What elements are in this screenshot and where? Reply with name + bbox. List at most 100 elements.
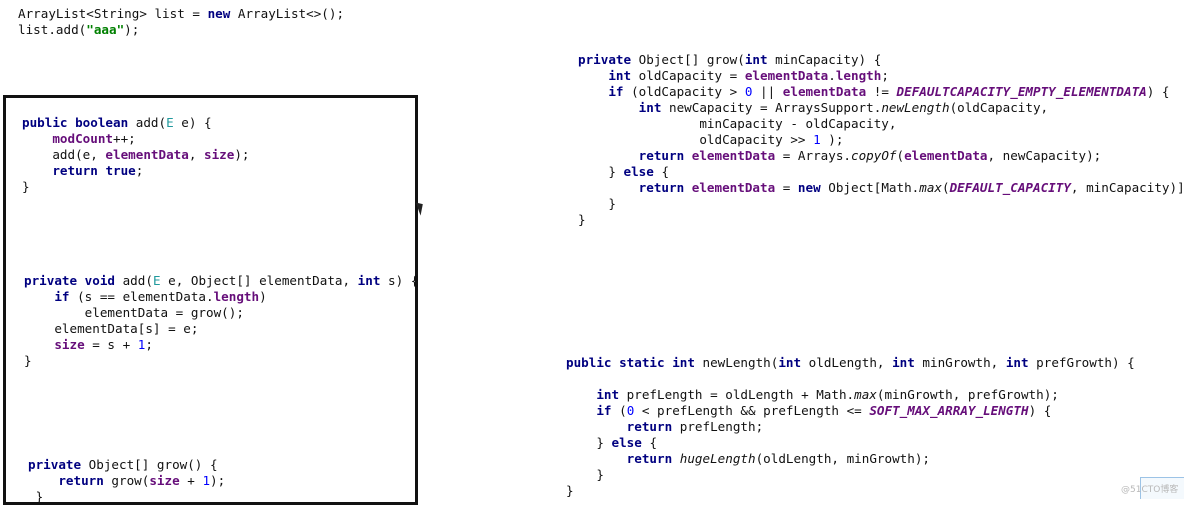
code-text: {: [653, 164, 670, 179]
code-field: size: [149, 473, 180, 488]
grow-noarg-method: private Object[] grow() { return grow(si…: [28, 457, 225, 505]
code-line: }: [578, 212, 1184, 228]
code-line: }: [578, 196, 1184, 212]
code-keyword: private: [28, 457, 82, 472]
code-text: }: [578, 212, 586, 227]
code-keyword: new: [207, 6, 231, 21]
code-text: , minCapacity)]: [1070, 180, 1184, 195]
code-text: );: [124, 22, 140, 37]
code-number: 0: [626, 403, 635, 418]
code-text: }: [596, 435, 612, 450]
code-line: int prefLength = oldLength + Math.max(mi…: [566, 387, 1135, 403]
code-line: elementData = grow();: [24, 305, 418, 321]
code-keyword: if: [596, 403, 612, 418]
code-line: }: [24, 353, 32, 368]
code-constant: SOFT_MAX_ARRAY_LENGTH: [869, 403, 1029, 418]
code-keyword: int: [892, 355, 915, 370]
code-number: 0: [744, 84, 753, 99]
code-field: elementData: [691, 180, 776, 195]
code-constant: DEFAULT_CAPACITY: [949, 180, 1071, 195]
code-number: 1: [202, 473, 211, 488]
code-text: = s +: [84, 337, 138, 352]
code-keyword: private: [578, 52, 632, 67]
code-keyword: if: [54, 289, 70, 304]
code-text: !=: [866, 84, 897, 99]
code-line: }: [566, 467, 1135, 483]
code-keyword: int: [357, 273, 381, 288]
code-keyword: return: [638, 148, 685, 163]
code-static-call: hugeLength: [679, 451, 756, 466]
code-line: private Object[] grow() {: [28, 457, 225, 473]
code-keyword: else: [611, 435, 642, 450]
code-field: length: [213, 289, 260, 304]
code-line: }: [28, 489, 225, 505]
code-line: return hugeLength(oldLength, minGrowth);: [566, 451, 1135, 467]
code-text: ||: [752, 84, 783, 99]
code-number: 1: [137, 337, 146, 352]
code-static-call: newLength: [881, 100, 950, 115]
code-type-param: E: [166, 115, 174, 130]
code-keyword: return: [626, 451, 673, 466]
code-line: return prefLength;: [566, 419, 1135, 435]
code-text: [672, 451, 680, 466]
code-static-call: copyOf: [851, 148, 897, 163]
code-text: }: [35, 489, 44, 504]
code-text: ) {: [1146, 84, 1170, 99]
code-keyword: else: [623, 164, 654, 179]
code-line: private void add(E e, Object[] elementDa…: [24, 273, 418, 289]
code-line: oldCapacity >> 1 );: [578, 132, 1184, 148]
watermark: @51CTO博客: [1121, 485, 1179, 495]
code-text: );: [820, 132, 844, 147]
code-keyword: int: [778, 355, 802, 370]
code-text: }: [596, 467, 604, 482]
code-field: length: [835, 68, 882, 83]
code-line: int newCapacity = ArraysSupport.newLengt…: [578, 100, 1184, 116]
code-text: ;: [881, 68, 889, 83]
code-keyword: int: [672, 355, 695, 370]
code-text: );: [210, 473, 226, 488]
code-line: minCapacity - oldCapacity,: [578, 116, 1184, 132]
code-static-call: max: [919, 180, 942, 195]
code-line: return grow(size + 1);: [28, 473, 225, 489]
code-keyword: int: [744, 52, 768, 67]
code-line: }: [22, 179, 30, 194]
code-text: ArrayList<>();: [230, 6, 345, 21]
code-text: oldCapacity =: [631, 68, 745, 83]
code-keyword: private: [24, 273, 78, 288]
code-text: newCapacity = ArraysSupport.: [661, 100, 882, 115]
code-keyword: new: [797, 180, 821, 195]
code-text: < prefLength && prefLength <=: [634, 403, 870, 418]
code-keyword: public: [22, 115, 68, 130]
code-line: if (0 < prefLength && prefLength <= SOFT…: [566, 403, 1135, 419]
code-text: add(: [115, 273, 153, 288]
code-field: elementData: [782, 84, 867, 99]
code-keyword: return: [626, 419, 673, 434]
code-text: ,: [188, 147, 204, 162]
code-text: (: [896, 148, 905, 163]
code-field: elementData: [691, 148, 776, 163]
code-text: grow(: [103, 473, 150, 488]
code-text: ;: [145, 337, 153, 352]
code-line: }: [566, 483, 1135, 499]
code-field: elementData: [105, 147, 189, 162]
code-text: =: [775, 180, 798, 195]
code-keyword: int: [638, 100, 662, 115]
code-text: Object[] grow(: [631, 52, 745, 67]
new-length-method: public static int newLength(int oldLengt…: [566, 355, 1135, 499]
code-field: modCount: [52, 131, 114, 146]
code-text: newLength(: [694, 355, 779, 370]
code-line: } else {: [578, 164, 1184, 180]
code-static-call: max: [854, 387, 877, 402]
code-line: return elementData = new Object[Math.max…: [578, 180, 1184, 196]
code-text: add(e,: [52, 147, 106, 162]
code-text: oldCapacity >>: [699, 132, 814, 147]
code-type-param: E: [152, 273, 161, 288]
code-keyword: void: [84, 273, 116, 288]
code-text: (: [611, 403, 627, 418]
code-text: (minGrowth, prefGrowth);: [876, 387, 1059, 402]
code-keyword: return: [52, 163, 98, 178]
code-keyword: true: [105, 163, 136, 178]
add-public-method: public boolean add(E e) { modCount++; ad…: [22, 115, 250, 195]
code-text: minGrowth,: [914, 355, 1006, 370]
code-line: ArrayList<String> list = new ArrayList<>…: [18, 6, 344, 22]
